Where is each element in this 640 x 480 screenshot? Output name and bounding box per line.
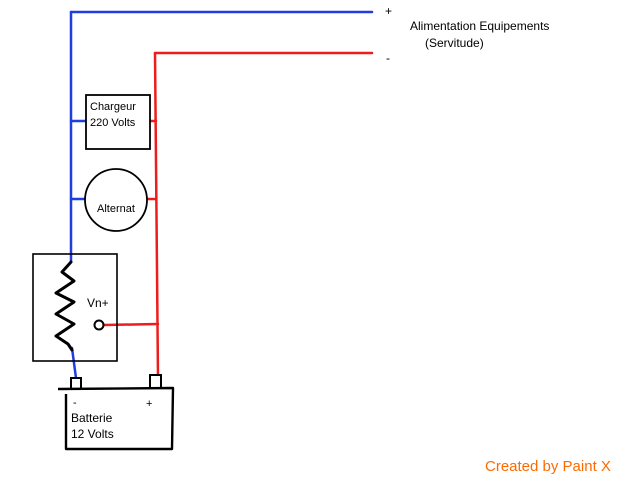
supply-minus-sign: - [386,51,390,65]
negative-vertical-bus [153,51,160,380]
watermark-text: Created by Paint X [485,458,611,475]
charger-box [85,94,151,150]
supply-label-line2: (Servitude) [425,36,484,50]
regulator-box [32,253,118,362]
resistor-zigzag-icon [54,260,76,352]
regulator-terminal-icon [93,319,105,331]
regulator-terminal-label: Vn+ [87,296,109,310]
battery-label-line2: 12 Volts [71,427,114,441]
positive-wires [69,10,374,380]
charger-label-line1: Chargeur [90,101,136,113]
battery-minus-sign: - [73,397,77,409]
supply-plus-sign: + [385,4,392,18]
alternator-circle [84,168,148,232]
battery-label-line1: Batterie [71,411,113,425]
negative-wires [102,51,374,380]
alternator-label: Alternat [97,203,135,215]
battery-body [57,386,175,451]
battery-plus-sign: + [146,398,152,410]
battery-positive-post-icon [149,374,162,389]
battery-negative-post-icon [70,377,82,390]
regulator-terminal-wire [102,322,160,327]
battery-negative-lead [70,346,78,380]
supply-label-line1: Alimentation Equipements [410,19,549,33]
charger-label-line2: 220 Volts [90,117,136,129]
